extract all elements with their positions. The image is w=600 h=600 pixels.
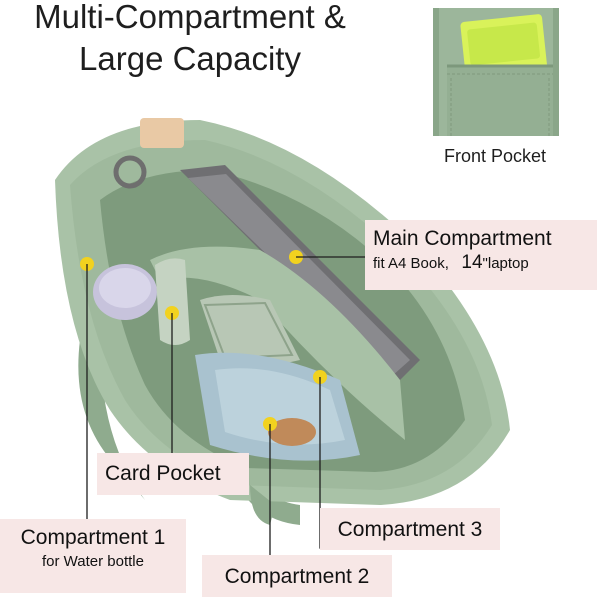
callout-compartment-2: Compartment 2 — [202, 555, 392, 597]
callout-compartment-3: Compartment 3 — [320, 508, 500, 550]
compartment-1-title: Compartment 1 — [20, 526, 166, 549]
main-compartment-subtitle: fit A4 Book, 14"laptop — [373, 252, 589, 275]
compartment-1-subtitle: for Water bottle — [42, 553, 144, 570]
compartment-3-title: Compartment 3 — [337, 518, 483, 541]
page-title: Multi-Compartment & Large Capacity — [0, 0, 380, 80]
title-line-2: Large Capacity — [79, 40, 301, 77]
front-pocket-caption: Front Pocket — [443, 146, 547, 166]
main-compartment-subtitle-c: "laptop — [482, 255, 529, 272]
compartment-2-title: Compartment 2 — [224, 565, 370, 588]
callout-main-compartment: Main Compartment fit A4 Book, 14"laptop — [365, 220, 597, 290]
main-compartment-subtitle-b: 14 — [461, 252, 483, 273]
front-pocket-photo — [433, 8, 559, 136]
title-line-1: Multi-Compartment & — [34, 0, 346, 35]
callout-compartment-1: Compartment 1 for Water bottle — [0, 519, 186, 593]
card-pocket-title: Card Pocket — [105, 462, 221, 485]
main-compartment-subtitle-a: fit A4 Book, — [373, 255, 449, 272]
main-compartment-title: Main Compartment — [373, 227, 552, 250]
callout-card-pocket: Card Pocket — [97, 453, 249, 495]
